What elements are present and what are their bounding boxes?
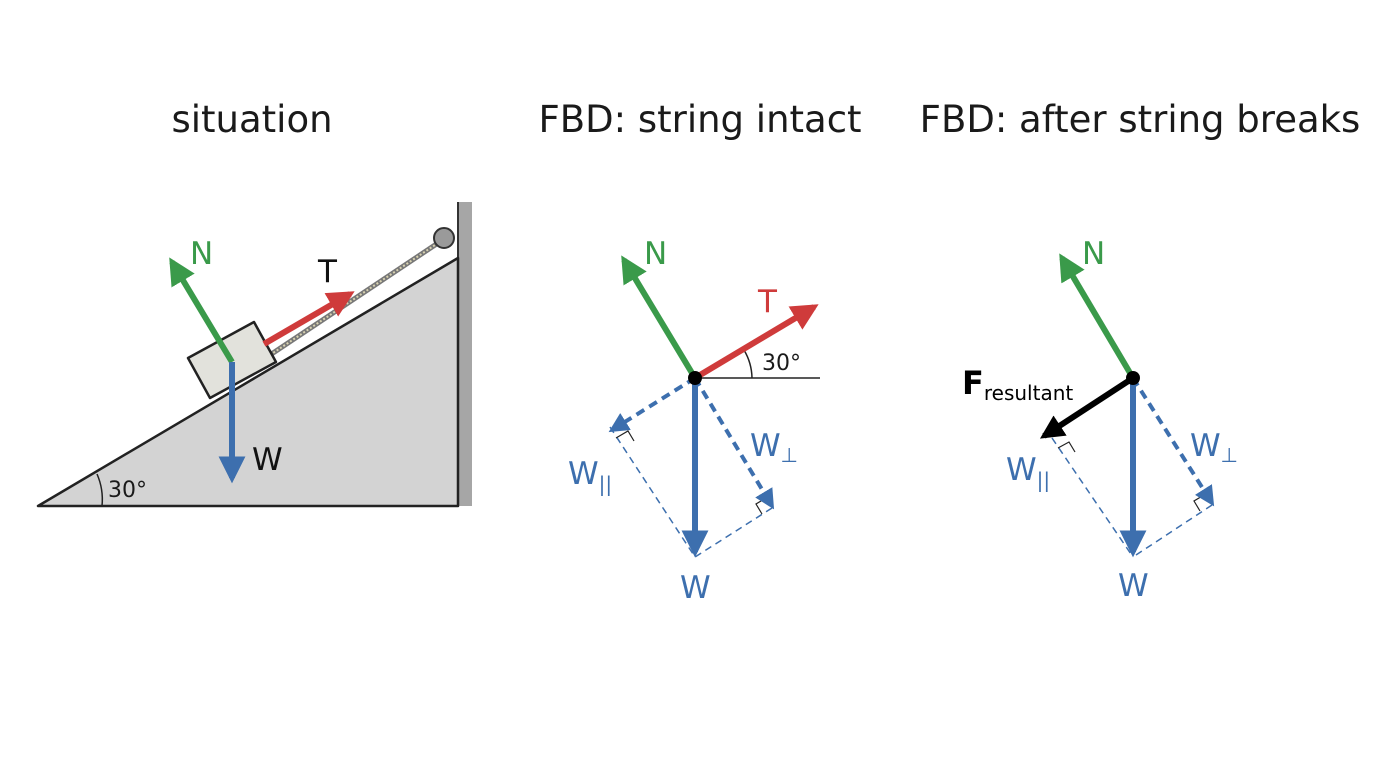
incline	[36, 256, 460, 508]
w-parallel-label: W||	[1006, 452, 1050, 492]
w-parallel-label-sub: ||	[1037, 468, 1050, 492]
w-perp-label: W⊥	[750, 428, 798, 467]
body-point	[1126, 371, 1140, 385]
normal-label: N	[190, 236, 213, 272]
tension-arrow	[262, 291, 355, 347]
body-point	[688, 371, 702, 385]
incline-angle-label: 30°	[108, 478, 147, 503]
construction-line-left	[1051, 437, 1134, 558]
weight-label: W	[680, 570, 711, 606]
title-fbd-broken: FBD: after string breaks	[920, 98, 1361, 141]
title-fbd-intact: FBD: string intact	[538, 98, 861, 141]
tension-angle-arc	[743, 349, 753, 379]
normal-label: N	[1082, 236, 1105, 272]
resultant-arrow	[1039, 375, 1135, 439]
wall	[458, 202, 472, 506]
tension-label: T	[317, 254, 338, 290]
right-angle-mark-right	[1193, 494, 1205, 512]
title-situation: situation	[171, 98, 332, 141]
w-perp-label-base: W	[1190, 428, 1221, 464]
fbd-intact-panel: 30° N T W|| W⊥ W	[568, 236, 820, 606]
tension-arrow	[693, 304, 819, 381]
fbd-broken-panel: N Fresultant W|| W⊥ W	[962, 236, 1238, 604]
right-angle-mark-right	[755, 497, 767, 515]
w-parallel-arrow	[608, 376, 697, 433]
weight-label: W	[1118, 568, 1149, 604]
normal-arrow	[621, 255, 698, 380]
w-parallel-label-base: W	[568, 456, 599, 492]
tension-label: T	[757, 284, 778, 320]
w-perp-label-sub: ⊥	[781, 443, 798, 467]
normal-label: N	[644, 236, 667, 272]
right-angle-mark-left	[1057, 441, 1076, 453]
pulley	[433, 227, 455, 249]
resultant-label-base: F	[962, 364, 984, 402]
weight-label: W	[252, 442, 283, 478]
resultant-label: Fresultant	[962, 364, 1073, 405]
w-perp-arrow	[693, 376, 775, 510]
w-perp-label-base: W	[750, 428, 781, 464]
construction-line-right	[1132, 504, 1213, 558]
w-parallel-label-base: W	[1006, 452, 1037, 488]
tension-angle-label: 30°	[762, 351, 801, 376]
w-perp-label-sub: ⊥	[1221, 443, 1238, 467]
incline-angle-arc	[96, 473, 104, 507]
construction-line-left	[609, 426, 696, 558]
normal-arrow	[1059, 253, 1136, 380]
situation-panel: 30° T N W	[36, 202, 472, 508]
w-perp-label: W⊥	[1190, 428, 1238, 467]
w-parallel-label-sub: ||	[599, 472, 612, 496]
w-parallel-label: W||	[568, 456, 612, 496]
construction-line-right	[694, 507, 773, 558]
w-perp-arrow	[1131, 376, 1215, 507]
normal-arrow	[169, 257, 235, 364]
resultant-label-sub: resultant	[984, 381, 1074, 405]
